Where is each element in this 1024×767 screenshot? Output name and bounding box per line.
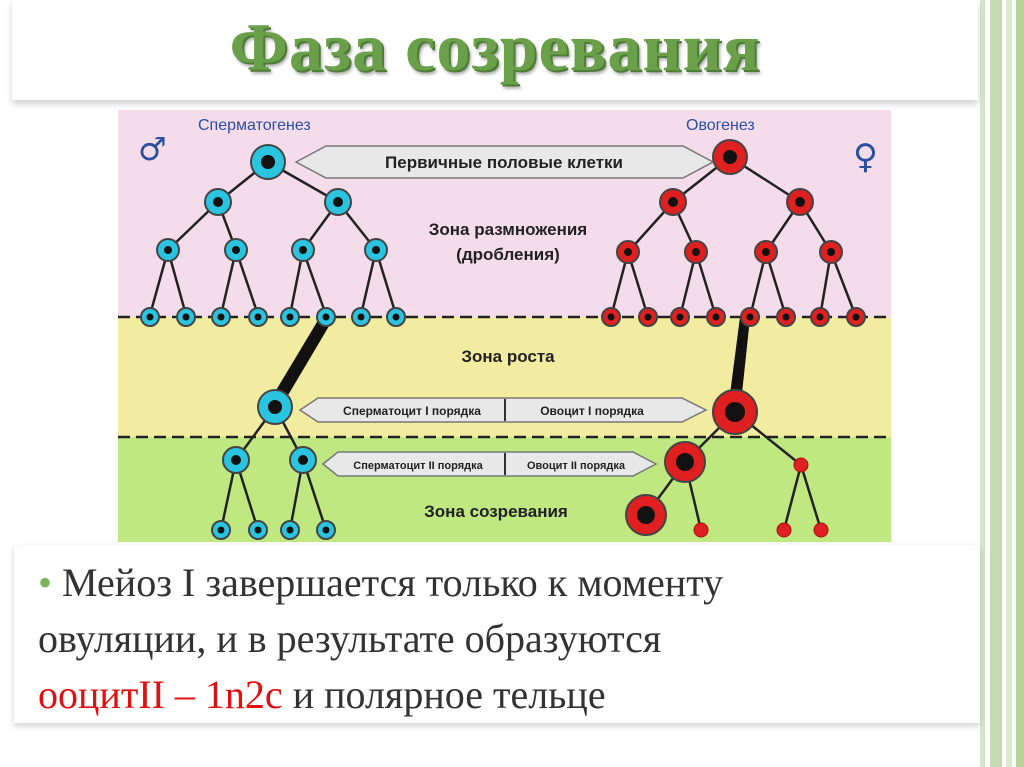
primary-cells-label: Первичные половые клетки (385, 153, 623, 172)
text-line-3-rest: и полярное тельце (282, 672, 606, 717)
zone-reproduction-bg (118, 110, 891, 317)
text-box: • Мейоз I завершается только к моменту о… (14, 545, 980, 723)
spermatocyte-1-label: Сперматоцит I порядка (343, 404, 481, 418)
text-line-1: • Мейоз I завершается только к моменту (38, 559, 723, 606)
female-symbol: ♀ (853, 137, 878, 177)
oogenesis-label: Овогенез (686, 117, 755, 134)
polar-body (693, 522, 709, 538)
zone-reproduction-label-1: Зона размножения (429, 220, 587, 239)
zone-growth-label: Зона роста (461, 347, 555, 366)
first-order-arrow (298, 397, 708, 423)
female-cells (601, 139, 866, 538)
growth-arrow-male (272, 317, 332, 402)
side-rail-1 (980, 0, 985, 767)
text-line-2: овуляции, и в результате образуются (38, 616, 662, 661)
spermatocyte-2-label: Сперматоцит II порядка (353, 460, 483, 472)
polar-body (776, 522, 792, 538)
text-line-3: ооцитII – 1n2c и полярное тельце (38, 671, 606, 718)
zone-maturation-label: Зона созревания (424, 502, 568, 521)
side-rail-4 (1016, 0, 1024, 767)
bullet-icon: • (38, 560, 53, 605)
oocyte-formula: ооцитII – 1n2c (38, 672, 283, 717)
polar-body (793, 457, 809, 473)
slide-title: Фаза созревания (229, 9, 761, 85)
oocyte-1-label: Овоцит I порядка (540, 404, 644, 418)
growth-arrow-female (729, 317, 750, 403)
gametogenesis-diagram: Сперматогенез Овогенез ♂ ♀ Первичные пол… (118, 110, 891, 542)
spermatogenesis-label: Сперматогенез (198, 117, 311, 134)
text-line-1-content: Мейоз I завершается только к моменту (52, 560, 724, 605)
title-bar: Фаза созревания (12, 0, 978, 100)
oocyte-2-label: Овоцит II порядка (527, 460, 626, 472)
male-cells (140, 144, 406, 540)
side-rail-3 (1006, 0, 1012, 767)
polar-body (813, 522, 829, 538)
zone-reproduction-label-2: (дробления) (456, 245, 560, 264)
second-order-arrow (321, 451, 658, 477)
male-symbol: ♂ (138, 130, 167, 168)
side-rail-2 (990, 0, 1002, 767)
